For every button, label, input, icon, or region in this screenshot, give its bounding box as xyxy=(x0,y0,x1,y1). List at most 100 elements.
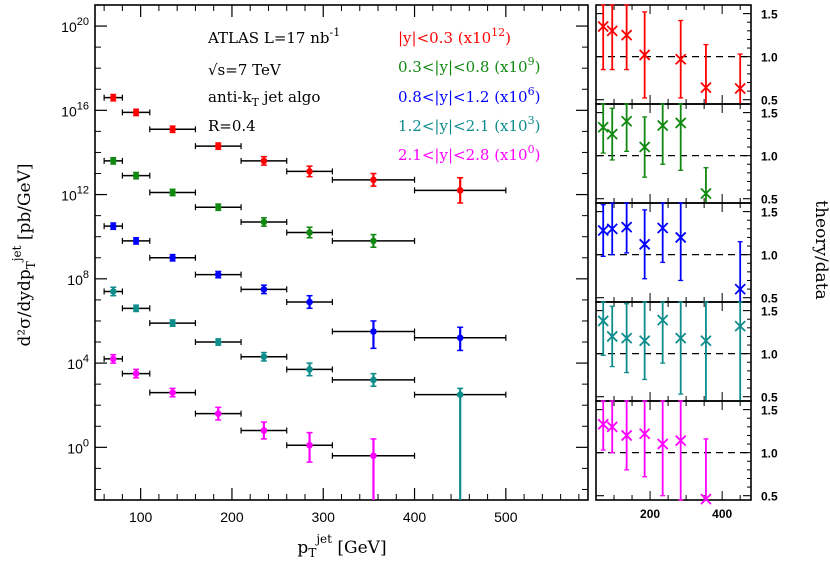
main-data-marks xyxy=(103,93,507,500)
ratio-marker xyxy=(606,128,618,140)
ratio-y-tick-label: 1.0 xyxy=(761,150,778,164)
ratio-y-label-group: theory/data xyxy=(811,200,830,300)
data-point xyxy=(109,222,117,230)
ratio-panel: 0.51.01.5 xyxy=(595,4,778,108)
ratio-y-tick-label: 0.5 xyxy=(761,391,778,405)
ratio-marker xyxy=(675,53,687,65)
data-point xyxy=(306,298,313,306)
data-point xyxy=(260,427,268,434)
ratio-marker xyxy=(621,29,633,41)
data-point xyxy=(260,218,268,226)
data-point xyxy=(169,319,176,327)
annotation-algorithm: anti-kT jet algo xyxy=(208,88,320,109)
ratio-marker xyxy=(675,332,687,344)
ratio-marker xyxy=(621,429,633,442)
data-point xyxy=(132,109,140,116)
ratio-panel: 0.51.01.5 xyxy=(595,400,778,505)
ratio-marker xyxy=(675,434,687,447)
data-point xyxy=(456,187,464,194)
data-point xyxy=(169,125,176,133)
y-axis-label: d²σ/dydpTjet [pb/GeV] xyxy=(10,163,38,346)
data-point xyxy=(370,452,377,460)
ratio-marker xyxy=(734,320,746,332)
series-group xyxy=(103,286,507,500)
ratio-marker xyxy=(639,335,651,347)
ratio-marker xyxy=(606,330,618,343)
data-point xyxy=(260,286,268,293)
x-tick-label: 500 xyxy=(494,509,518,525)
data-point xyxy=(132,237,140,245)
y-tick-label: 108 xyxy=(67,269,89,288)
ratio-marker xyxy=(700,187,712,200)
ratio-marker xyxy=(597,315,609,327)
x-tick-label: 300 xyxy=(312,509,336,525)
legend-entry: 0.3<|y|<0.8 (x109) xyxy=(398,55,540,76)
ratio-marker xyxy=(621,115,633,127)
annotation-radius: R=0.4 xyxy=(208,117,256,135)
ratio-marker xyxy=(657,314,669,326)
ratio-y-tick-label: 1.5 xyxy=(761,8,778,22)
series-group xyxy=(103,222,507,352)
annotation-experiment: ATLAS L=17 nb-1 xyxy=(207,26,340,47)
series-group xyxy=(103,93,507,204)
ratio-marker xyxy=(639,428,651,440)
ratio-y-tick-label: 0.5 xyxy=(761,193,778,207)
data-point xyxy=(306,168,313,175)
ratio-y-tick-label: 1.5 xyxy=(761,404,778,418)
ratio-marker xyxy=(597,224,609,237)
ratio-marker xyxy=(639,49,651,61)
legend-entry: 0.8<|y|<1.2 (x106) xyxy=(398,85,540,106)
data-point xyxy=(109,288,117,295)
data-point xyxy=(370,237,377,245)
ratio-y-axis-label: theory/data xyxy=(811,200,830,300)
ratio-x-tick-label: 400 xyxy=(712,507,732,521)
data-point xyxy=(456,334,464,342)
data-point xyxy=(109,94,117,101)
annotation-block: ATLAS L=17 nb-1 √s=7 TeV anti-kT jet alg… xyxy=(207,26,340,135)
ratio-panels: 0.51.01.50.51.01.50.51.01.50.51.01.50.51… xyxy=(595,4,778,521)
ratio-y-tick-label: 1.5 xyxy=(761,206,778,220)
y-axis-label-group: d²σ/dydpTjet [pb/GeV] xyxy=(10,163,38,346)
x-axis-label: pTjet [GeV] xyxy=(297,532,386,560)
data-point xyxy=(260,157,268,165)
data-point xyxy=(132,305,140,312)
data-point xyxy=(306,441,313,449)
ratio-marker xyxy=(675,231,687,244)
x-tick-label: 200 xyxy=(220,509,244,525)
ratio-marker xyxy=(606,25,618,37)
data-point xyxy=(214,142,222,150)
ratio-marker xyxy=(657,119,669,132)
data-point xyxy=(214,410,222,417)
data-point xyxy=(169,189,176,196)
ratio-y-tick-label: 1.0 xyxy=(761,51,778,65)
ratio-y-tick-label: 1.5 xyxy=(761,305,778,319)
ratio-marker xyxy=(621,221,633,233)
data-point xyxy=(169,389,176,396)
ratio-marker xyxy=(657,222,669,234)
legend-entry: |y|<0.3 (x1012) xyxy=(398,26,511,47)
y-tick-label: 104 xyxy=(67,353,89,372)
ratio-y-tick-label: 0.5 xyxy=(761,490,778,504)
data-point xyxy=(370,328,377,335)
ratio-marker xyxy=(597,20,609,33)
ratio-marker xyxy=(675,117,687,129)
ratio-marker xyxy=(597,121,609,133)
ratio-marker xyxy=(606,421,618,433)
ratio-marker xyxy=(606,223,618,235)
ratio-y-tick-label: 1.5 xyxy=(761,107,778,121)
ratio-marker xyxy=(639,141,651,153)
data-point xyxy=(169,254,176,262)
y-tick-label: 1012 xyxy=(61,185,89,204)
ratio-y-tick-label: 1.0 xyxy=(761,348,778,362)
data-point xyxy=(260,353,268,361)
y-tick-label: 100 xyxy=(67,437,89,456)
data-point xyxy=(214,338,222,346)
data-point xyxy=(370,176,377,184)
ratio-y-tick-label: 0.5 xyxy=(761,292,778,306)
data-point xyxy=(306,229,313,236)
y-tick-label: 1020 xyxy=(61,16,89,35)
ratio-y-tick-label: 1.0 xyxy=(761,249,778,263)
data-point xyxy=(456,391,464,398)
